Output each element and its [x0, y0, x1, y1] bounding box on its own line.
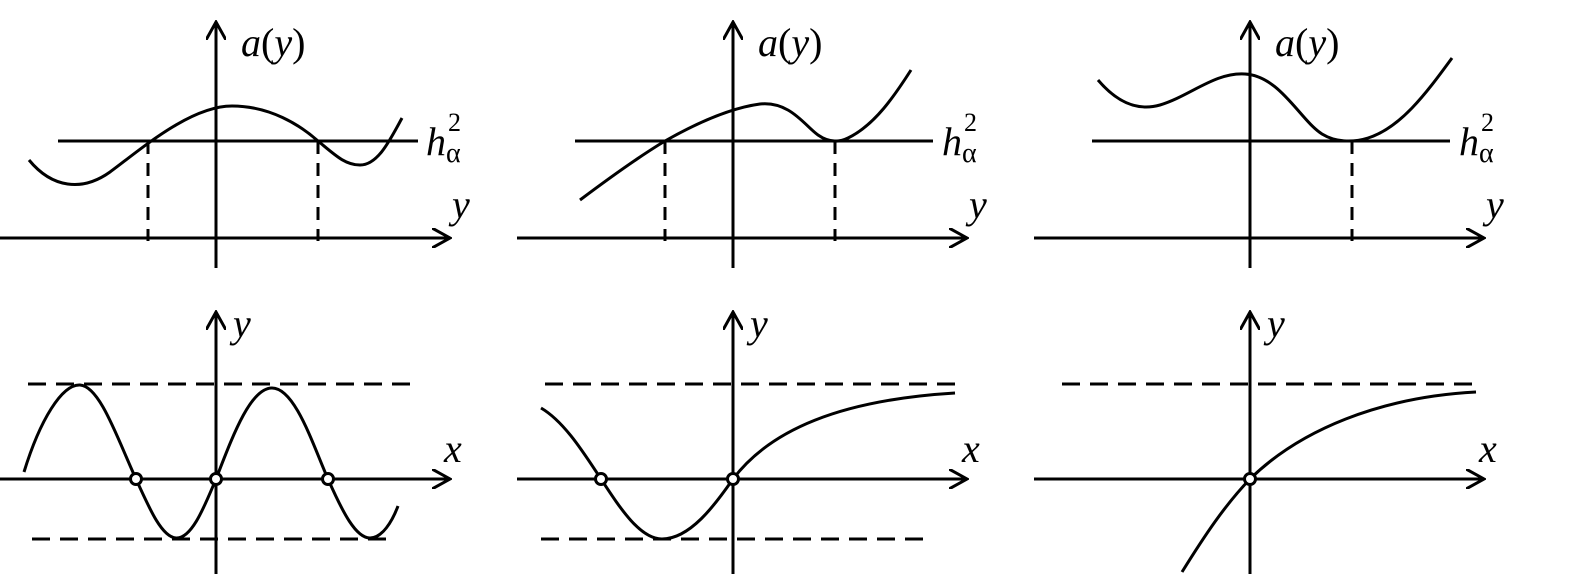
y-axis-label: y: [1482, 182, 1504, 227]
top-panel-3: a(y) h α 2 y: [1034, 20, 1504, 268]
h-level-superscript: 2: [964, 108, 977, 137]
zero-point: [594, 472, 608, 486]
y-axis-label: y: [746, 301, 768, 346]
zero-point: [726, 472, 740, 486]
bottom-panel-1: y x: [0, 301, 462, 574]
h-level-subscript: α: [1479, 138, 1494, 169]
a-axis-label: a(y): [758, 20, 822, 65]
top-panel-2: a(y) h α 2 y: [517, 20, 987, 268]
h-level-superscript: 2: [448, 108, 461, 137]
h-level-subscript: α: [446, 138, 461, 169]
y-axis-label: y: [448, 182, 470, 227]
bottom-panel-3: y x: [1034, 301, 1497, 574]
bottom-panel-2: y x: [517, 301, 980, 574]
h-level-subscript: α: [962, 138, 977, 169]
a-axis-label: a(y): [1275, 20, 1339, 65]
curve: [1180, 390, 1477, 573]
zero-point: [129, 472, 143, 486]
a-curve: [1096, 57, 1454, 143]
y-axis-label: y: [965, 182, 987, 227]
h-level-label: h: [1459, 119, 1479, 164]
a-axis-label: a(y): [241, 20, 305, 65]
a-curve: [27, 104, 404, 186]
x-axis-label: x: [961, 426, 980, 471]
x-axis-label: x: [443, 426, 462, 471]
zero-point: [321, 472, 335, 486]
curve: [540, 391, 956, 541]
h-level-label: h: [942, 119, 962, 164]
a-curve: [579, 69, 913, 202]
zero-point: [1243, 472, 1257, 486]
top-panel-1: a(y) h α 2 y: [0, 20, 470, 268]
y-axis-label: y: [1263, 301, 1285, 346]
zero-point: [209, 472, 223, 486]
y-axis-label: y: [229, 301, 251, 346]
x-axis-label: x: [1478, 426, 1497, 471]
h-level-superscript: 2: [1481, 108, 1494, 137]
h-level-label: h: [426, 119, 446, 164]
oscillating-curve: [22, 383, 400, 540]
